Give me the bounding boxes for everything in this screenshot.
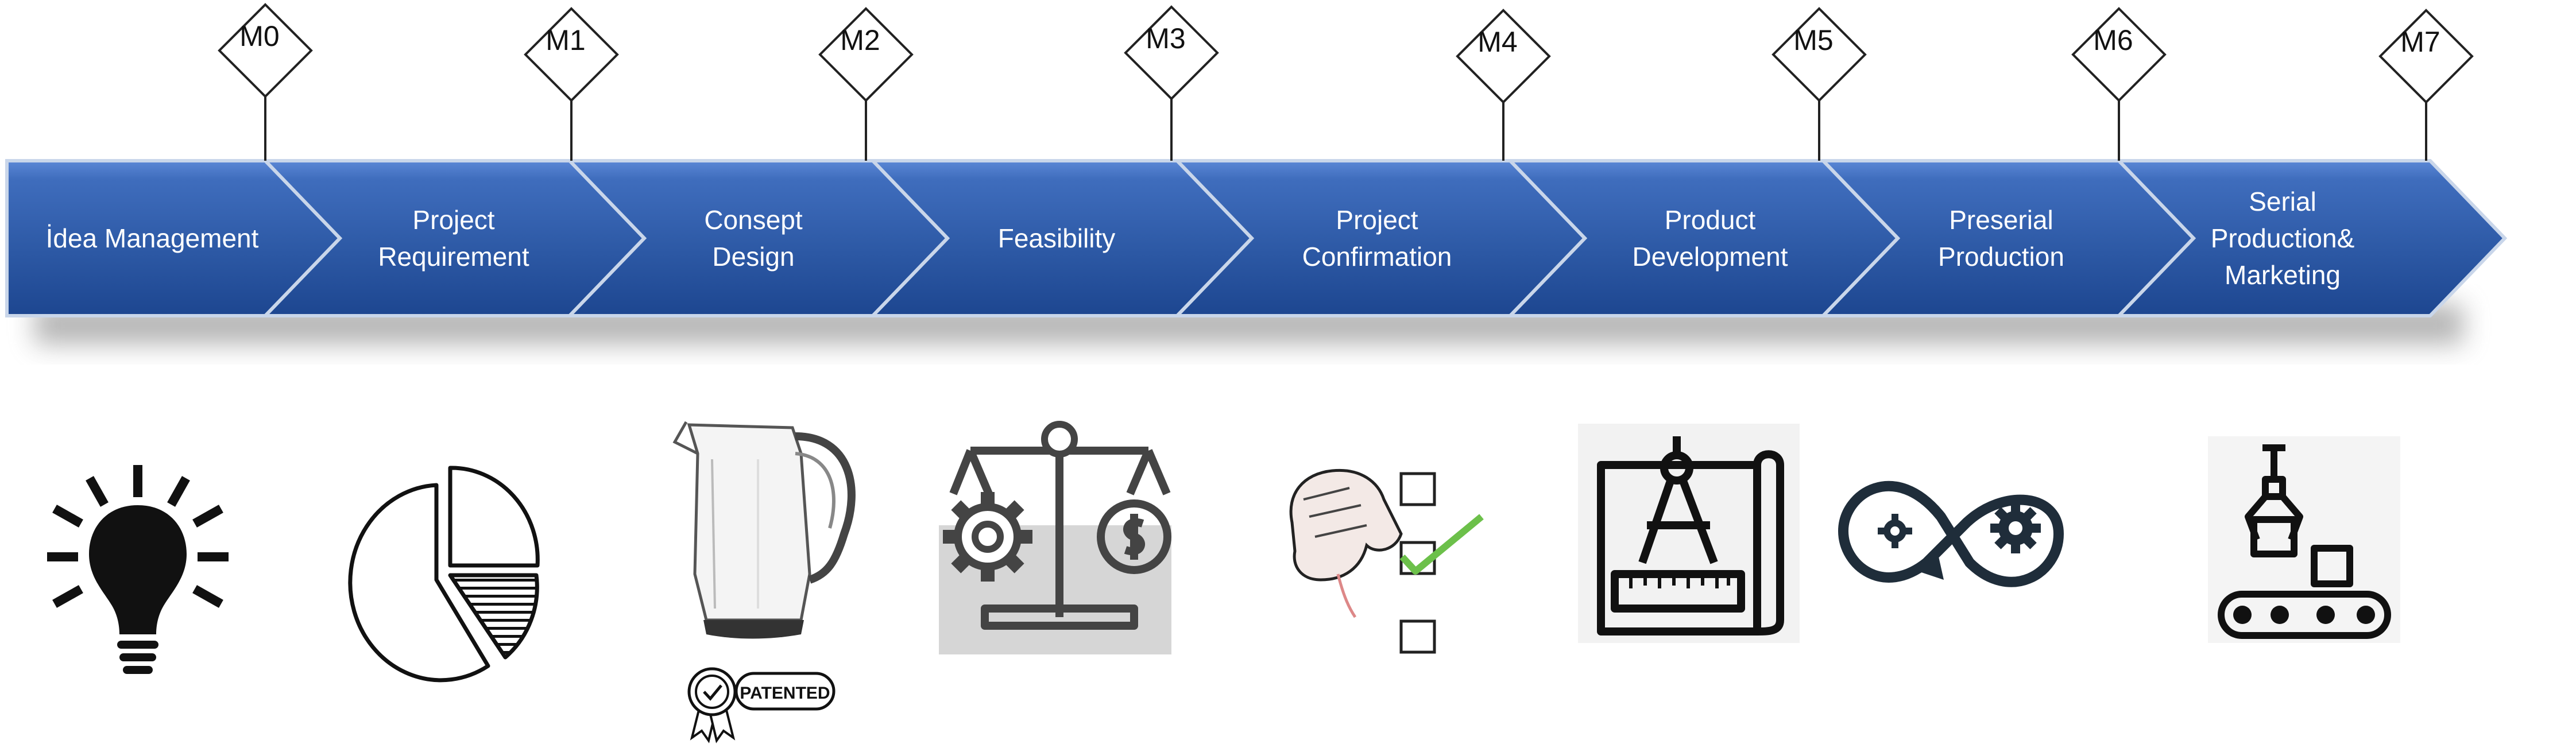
- phase-label-line: Design: [712, 242, 794, 272]
- milestone-label: M1: [546, 24, 585, 56]
- milestone-label: M3: [1146, 22, 1185, 55]
- phase-label-line: Production: [1938, 242, 2064, 272]
- balance-scale-icon: [939, 421, 1171, 654]
- phase-label-line: Confirmation: [1302, 242, 1452, 272]
- phase-label-line: Preserial: [1949, 205, 2053, 235]
- process-gears-icon: [1838, 480, 2064, 587]
- phase-label-line: Consept: [704, 205, 803, 235]
- milestone-label: M2: [840, 24, 880, 56]
- robot-arm-conveyor-icon: [2208, 436, 2400, 643]
- certificate-icon: [687, 667, 737, 743]
- milestone-diamond: [1772, 7, 1867, 102]
- phase-chevron: [2114, 159, 2508, 317]
- phase-label-line: Project: [412, 205, 494, 235]
- milestone-label: M5: [1793, 24, 1833, 56]
- patent-badge-label: PATENTED: [740, 684, 830, 703]
- milestone-label: M0: [239, 20, 279, 52]
- phase-label-line: Production&: [2211, 223, 2355, 253]
- milestone-diamond: [2378, 9, 2474, 104]
- lightbulb-icon: [47, 465, 229, 674]
- phase-label-line: Feasibility: [998, 223, 1116, 253]
- phase-label-line: Development: [1632, 242, 1788, 272]
- phase-label-line: Requirement: [378, 242, 529, 272]
- pie-chart-icon: [348, 466, 540, 683]
- phase-label-line: İdea Management: [46, 223, 259, 253]
- milestone-diamond: [218, 3, 313, 98]
- checklist-hand-icon: [1289, 468, 1484, 654]
- chevron-row: [5, 159, 2508, 317]
- phase-label: Feasibility: [998, 223, 1116, 253]
- milestone-diamond: [524, 7, 619, 102]
- phase-label: İdea Management: [46, 223, 259, 253]
- kettle-icon: [672, 421, 856, 639]
- milestone-label: M7: [2400, 26, 2440, 58]
- blueprint-compass-icon: [1578, 424, 1800, 643]
- milestone-label: M6: [2093, 24, 2133, 56]
- milestone-label: M4: [1477, 26, 1517, 58]
- phase-label-line: Product: [1665, 205, 1756, 235]
- patent-badge: PATENTED: [687, 667, 836, 743]
- phase-label-line: Marketing: [2225, 260, 2341, 290]
- milestone-row: M0 M1 M2 M3 M4 M5 M6 M7: [218, 3, 2474, 161]
- phase-label-line: Serial: [2249, 187, 2316, 216]
- milestone-diamond: [1456, 9, 1551, 104]
- phase-label-line: Project: [1336, 205, 1418, 235]
- milestone-diamond: [1124, 5, 1219, 100]
- gear-icon: [943, 492, 1032, 582]
- milestone-diamond: [818, 7, 914, 102]
- milestone-diamond: [2071, 7, 2167, 102]
